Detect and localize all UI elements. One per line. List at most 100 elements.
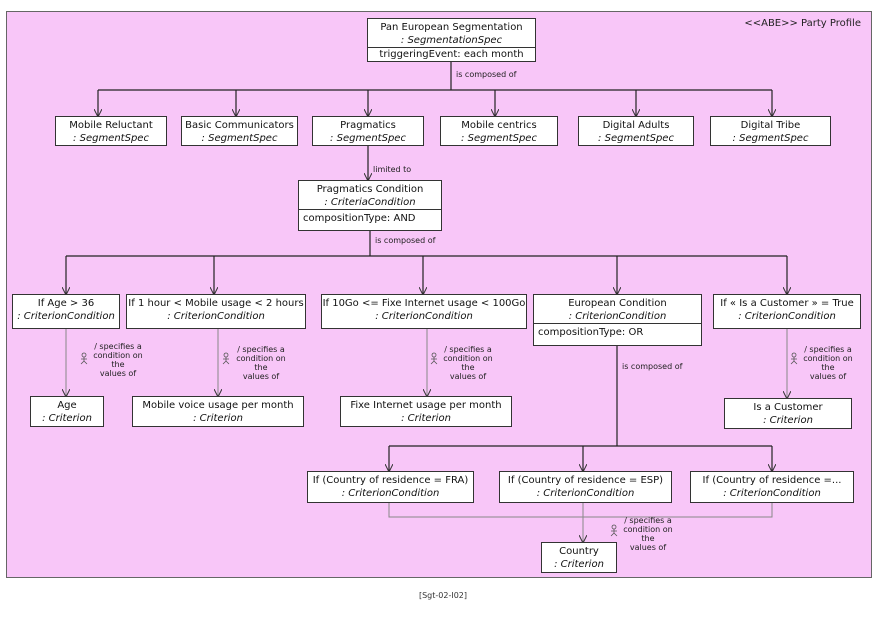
actor-icon	[610, 524, 618, 537]
criterion-type: : Criterion	[763, 415, 813, 426]
criterion-name: Fixe Internet usage per month	[350, 400, 502, 411]
actor-icon	[222, 352, 230, 365]
criterion-name: Mobile voice usage per month	[142, 400, 294, 411]
condition-attr: compositionType: AND	[299, 209, 441, 225]
segment-name: Basic Communicators	[185, 120, 294, 131]
cc-name: If 1 hour < Mobile usage < 2 hours	[128, 298, 304, 309]
segment-name: Mobile centrics	[461, 120, 537, 131]
root-type: : SegmentationSpec	[400, 35, 503, 46]
segment-type: : SegmentSpec	[73, 133, 149, 144]
criterion-condition-box-3[interactable]: If 10Go <= Fixe Internet usage < 100Go :…	[321, 294, 527, 329]
segment-type: : SegmentSpec	[598, 133, 674, 144]
specifies-note-3: / specifies a condition on the values of	[438, 345, 498, 381]
segment-name: Pragmatics	[340, 120, 396, 131]
note-line: condition on the	[236, 354, 286, 372]
specifies-note-1: / specifies a condition on the values of	[88, 342, 148, 378]
note-line: values of	[99, 369, 137, 378]
country-cc-name: If (Country of residence =...	[702, 475, 842, 486]
country-type: : Criterion	[554, 559, 604, 570]
criterion-name: Is a Customer	[753, 402, 823, 413]
criterion-box-mobile[interactable]: Mobile voice usage per month : Criterion	[132, 396, 304, 427]
note-line: condition on the	[443, 354, 493, 372]
note-line: / specifies a	[94, 342, 142, 351]
figure-caption: [Sgt-02-I02]	[418, 591, 468, 600]
note-line: values of	[449, 372, 487, 381]
note-line: / specifies a	[624, 516, 672, 525]
condition-name: Pragmatics Condition	[316, 184, 424, 195]
country-condition-box-3[interactable]: If (Country of residence =... : Criterio…	[690, 471, 854, 503]
criterion-box-customer[interactable]: Is a Customer : Criterion	[724, 398, 852, 429]
criterion-name: Age	[57, 400, 77, 411]
segment-type: : SegmentSpec	[461, 133, 537, 144]
cc-attr: compositionType: OR	[534, 323, 701, 339]
segment-name: Mobile Reluctant	[69, 120, 153, 131]
segment-type: : SegmentSpec	[201, 133, 278, 144]
country-cc-type: : CriterionCondition	[536, 488, 635, 499]
edge-condition-composition	[66, 230, 787, 257]
country-name: Country	[559, 546, 599, 557]
cc-type: : CriterionCondition	[17, 311, 115, 322]
criterion-condition-box-1[interactable]: If Age > 36 : CriterionCondition	[12, 294, 120, 329]
criterion-condition-box-5[interactable]: If « Is a Customer » = True : CriterionC…	[713, 294, 861, 329]
segment-box-2[interactable]: Basic Communicators : SegmentSpec	[181, 116, 298, 146]
root-segmentation-box[interactable]: Pan European Segmentation : Segmentation…	[367, 18, 536, 62]
segment-type: : SegmentSpec	[732, 133, 809, 144]
specifies-note-5: / specifies a condition on the values of	[618, 516, 678, 552]
condition-type: : CriteriaCondition	[324, 197, 416, 208]
segment-name: Digital Adults	[602, 120, 670, 131]
note-line: / specifies a	[804, 345, 852, 354]
european-condition-box[interactable]: European Condition : CriterionCondition …	[533, 294, 702, 346]
root-edge-label: is composed of	[456, 70, 517, 79]
cc-name: If « Is a Customer » = True	[720, 298, 854, 309]
specifies-note-2: / specifies a condition on the values of	[231, 345, 291, 381]
edge-european-composition	[389, 346, 772, 447]
cc-type: : CriterionCondition	[167, 311, 265, 322]
segment-box-4[interactable]: Mobile centrics : SegmentSpec	[440, 116, 558, 146]
note-line: condition on the	[803, 354, 853, 372]
segment-type: : SegmentSpec	[330, 133, 406, 144]
note-line: values of	[242, 372, 280, 381]
note-line: condition on the	[623, 525, 673, 543]
actor-icon	[80, 352, 88, 365]
note-line: condition on the	[93, 351, 143, 369]
criterion-type: : Criterion	[42, 413, 92, 424]
note-line: values of	[809, 372, 847, 381]
specifies-note-4: / specifies a condition on the values of	[798, 345, 858, 381]
pragmatics-condition-box[interactable]: Pragmatics Condition : CriteriaCondition…	[298, 180, 442, 231]
limited-to-label: limited to	[373, 165, 412, 174]
country-cc-type: : CriterionCondition	[723, 488, 821, 499]
segment-box-3[interactable]: Pragmatics : SegmentSpec	[312, 116, 424, 146]
edge-root-composition	[98, 61, 772, 91]
country-condition-box-1[interactable]: If (Country of residence = FRA) : Criter…	[307, 471, 474, 503]
actor-icon	[430, 352, 438, 365]
cc-name: European Condition	[568, 298, 667, 309]
edge-specifies-country	[388, 503, 773, 542]
root-attr: triggeringEvent: each month	[368, 47, 535, 61]
note-line: / specifies a	[237, 345, 285, 354]
country-cc-name: If (Country of residence = ESP)	[507, 475, 664, 486]
condition-edge-label: is composed of	[375, 236, 436, 245]
country-criterion-box[interactable]: Country : Criterion	[541, 542, 617, 573]
country-condition-box-2[interactable]: If (Country of residence = ESP) : Criter…	[499, 471, 672, 503]
segment-box-6[interactable]: Digital Tribe : SegmentSpec	[710, 116, 831, 146]
cc-type: : CriterionCondition	[738, 311, 836, 322]
note-line: / specifies a	[444, 345, 492, 354]
criterion-type: : Criterion	[401, 413, 451, 424]
note-line: values of	[629, 543, 667, 552]
cc-name: If 10Go <= Fixe Internet usage < 100Go	[322, 298, 526, 309]
cc-type: : CriterionCondition	[375, 311, 473, 322]
segment-box-1[interactable]: Mobile Reluctant : SegmentSpec	[55, 116, 167, 146]
criterion-type: : Criterion	[193, 413, 243, 424]
cc-name: If Age > 36	[37, 298, 95, 309]
stereotype-label: <<ABE>> Party Profile	[744, 18, 861, 29]
cc-type: : CriterionCondition	[568, 311, 667, 322]
criterion-condition-box-2[interactable]: If 1 hour < Mobile usage < 2 hours : Cri…	[126, 294, 306, 329]
actor-icon	[790, 352, 798, 365]
root-name: Pan European Segmentation	[380, 22, 523, 33]
criterion-box-age[interactable]: Age : Criterion	[30, 396, 104, 427]
european-edge-label: is composed of	[622, 362, 683, 371]
country-cc-name: If (Country of residence = FRA)	[312, 475, 469, 486]
criterion-box-internet[interactable]: Fixe Internet usage per month : Criterio…	[340, 396, 512, 427]
segment-box-5[interactable]: Digital Adults : SegmentSpec	[578, 116, 694, 146]
